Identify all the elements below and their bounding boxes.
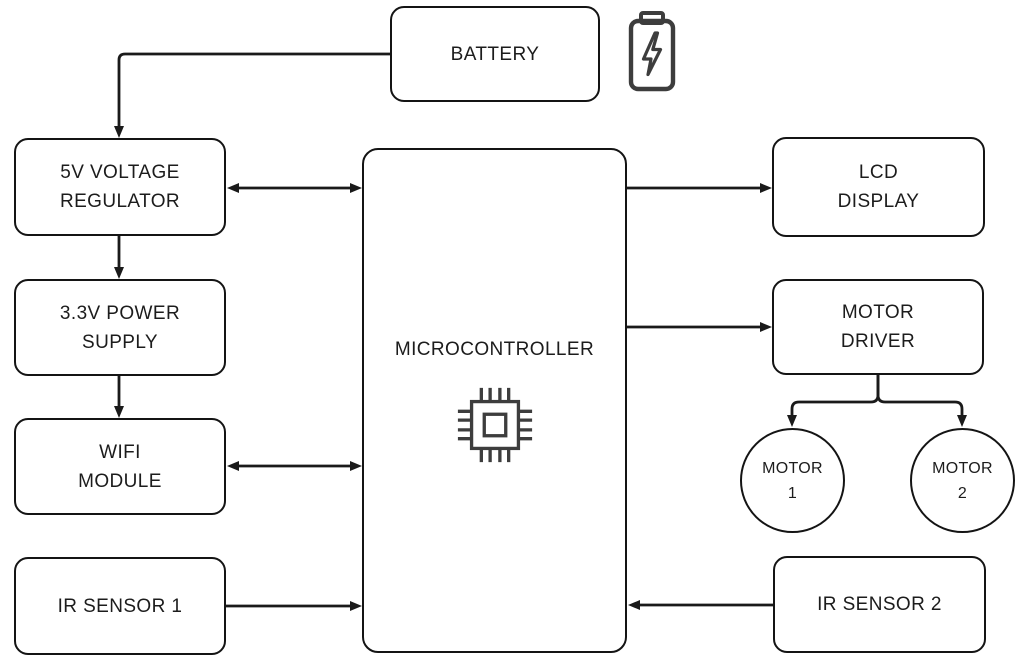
block-battery-label: BATTERY: [450, 43, 540, 65]
block-lcd-display-label-line1: LCD: [858, 162, 899, 183]
block-wifi-module-label-line2: MODULE: [78, 470, 162, 492]
block-33v-power-supply-label-line2: SUPPLY: [82, 331, 158, 353]
block-battery: BATTERY: [390, 6, 600, 102]
block-5v-voltage-regulator-label-line2: REGULATOR: [59, 191, 181, 212]
block-33v-power-supply: 3.3V POWER SUPPLY: [14, 279, 226, 376]
block-motor-driver-label-line1: MOTOR: [841, 302, 915, 323]
block-lcd-display-label-line2: DISPLAY: [837, 191, 920, 212]
block-33v-power-supply-label-line1: 3.3V POWER: [59, 302, 181, 324]
connector-battery-to-5v-regulator: [114, 52, 390, 138]
block-motor-1: MOTOR 1: [740, 428, 845, 533]
connector-motor-driver-to-motor-2: [876, 375, 967, 427]
chip-icon: [457, 387, 532, 463]
block-microcontroller: MICROCONTROLLER: [362, 148, 627, 653]
block-motor-1-label-line2: 1: [787, 484, 798, 502]
block-motor-1-label-line1: MOTOR: [762, 459, 823, 477]
block-5v-voltage-regulator: 5V VOLTAGE REGULATOR: [14, 138, 226, 236]
block-motor-driver-label-line2: DRIVER: [840, 331, 916, 352]
block-wifi-module-label-line1: WIFI: [99, 441, 141, 463]
block-ir-sensor-2: IR SENSOR 2: [773, 556, 986, 653]
block-motor-driver: MOTOR DRIVER: [772, 279, 984, 375]
block-wifi-module: WIFI MODULE: [14, 418, 226, 515]
battery-icon: [628, 11, 676, 92]
block-ir-sensor-1: IR SENSOR 1: [14, 557, 226, 655]
block-ir-sensor-1-label: IR SENSOR 1: [57, 595, 183, 617]
connector-motor-driver-to-motor-1: [787, 375, 880, 427]
block-lcd-display: LCD DISPLAY: [772, 137, 985, 237]
block-motor-2-label-line1: MOTOR: [932, 459, 993, 477]
block-ir-sensor-2-label: IR SENSOR 2: [817, 594, 942, 615]
block-motor-2: MOTOR 2: [910, 428, 1015, 533]
block-5v-voltage-regulator-label-line1: 5V VOLTAGE: [60, 162, 180, 183]
block-microcontroller-label: MICROCONTROLLER: [394, 339, 595, 360]
block-motor-2-label-line2: 2: [957, 484, 968, 502]
